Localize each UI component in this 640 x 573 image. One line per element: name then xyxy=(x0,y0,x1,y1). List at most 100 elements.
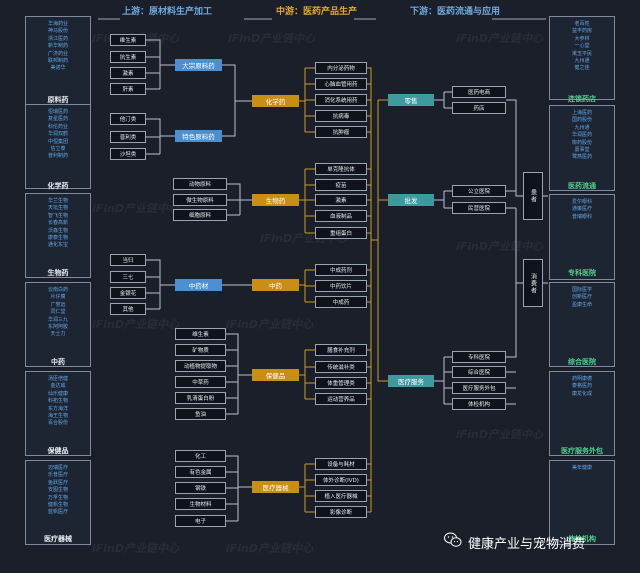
panel-device: 迈瑞医疗乐普医疗鱼跃医疗安图生物万孚生物健帆生物蓝帆医疗 xyxy=(25,460,91,545)
end-consumer: 消费者 xyxy=(523,259,543,307)
panel-general-title: 综合医院 xyxy=(568,358,596,366)
midstream-item: 激素 xyxy=(315,194,367,206)
company-name: 九州通 xyxy=(574,58,590,65)
upstream-item: 维生素 xyxy=(110,34,146,46)
upstream-item: 普利类 xyxy=(110,131,146,143)
company-name: 联邦制药 xyxy=(47,58,68,65)
midstream-item: 抗肿瘤 xyxy=(315,126,367,138)
upstream-item: 细胞原料 xyxy=(173,209,227,221)
end-patient: 患者 xyxy=(523,172,543,220)
company-name: 普瑞眼科 xyxy=(571,213,592,220)
panel-api-title: 原料药 xyxy=(47,96,69,104)
upstream-item: 金银花 xyxy=(110,287,146,299)
hub-tcm-material: 中药材 xyxy=(175,279,222,291)
company-name: 鱼跃医疗 xyxy=(47,479,68,486)
downstream-item: 专科医院 xyxy=(452,351,506,363)
company-name: 科伦药业 xyxy=(47,123,68,130)
midstream-item: 中成药 xyxy=(315,296,367,308)
company-name: 一心堂 xyxy=(574,43,590,50)
company-name: 长春高新 xyxy=(47,220,68,227)
panel-spec-title: 专科医院 xyxy=(568,269,596,277)
panel-spec: 爱尔眼科通策医疗普瑞眼科 xyxy=(549,194,615,280)
upstream-item: 生物材料 xyxy=(175,498,226,510)
company-name: 天坛生物 xyxy=(47,205,68,212)
company-name: 安图生物 xyxy=(47,487,68,494)
hub-chemical-drug: 化学药 xyxy=(252,95,299,107)
midstream-item: 血液制品 xyxy=(315,210,367,222)
company-name: 天士力 xyxy=(50,331,66,338)
watermark: iFinD产业链中心 xyxy=(228,32,316,45)
midstream-item: 疫苗 xyxy=(315,179,367,191)
company-name: 漱玉平民 xyxy=(571,50,592,57)
hub-health-product: 保健品 xyxy=(252,369,299,381)
upstream-item: 微生物原料 xyxy=(173,194,227,206)
midstream-item: 运动营养品 xyxy=(315,393,367,405)
company-name: 大参林 xyxy=(574,35,590,42)
hub-medical-device: 医疗器械 xyxy=(252,481,299,493)
downstream-item: 公立医院 xyxy=(452,185,506,197)
company-name: 蓝帆医疗 xyxy=(47,509,68,516)
upstream-item: 化工 xyxy=(175,450,226,462)
midstream-item: 消化系统用药 xyxy=(315,94,367,106)
panel-cro-title: 医疗服务外包 xyxy=(561,447,603,455)
watermark: iFinD产业链中心 xyxy=(456,428,544,441)
company-name: 创新医疗 xyxy=(571,294,592,301)
panel-chain-list: 老百姓益丰药房大参林一心堂漱玉平民九州通健之佳 xyxy=(550,21,614,73)
company-name: 东方海洋 xyxy=(47,405,68,412)
company-name: 上海医药 xyxy=(571,110,592,116)
upstream-item: 其他 xyxy=(110,303,146,315)
company-name: 国药股份 xyxy=(571,117,592,124)
panel-api: 华海药业神马股份浙江医药新华制药广济药业联邦制药美诺华 xyxy=(25,16,91,106)
panel-health: 汤臣倍健金达威仙乐健康科拓生物东方海洋海王生物百合股份 xyxy=(25,371,91,456)
panel-phys: 美年健康 xyxy=(549,460,615,545)
panel-bio: 华兰生物天坛生物智飞生物长春高新沃森生物康泰生物通化东宝 xyxy=(25,193,91,278)
company-name: 爱尔眼科 xyxy=(571,199,592,205)
hub-medical-service: 医疗服务 xyxy=(388,375,434,387)
company-name: 嘉事堂 xyxy=(574,147,590,154)
company-name: 科拓生物 xyxy=(47,398,68,405)
panel-device-title: 医疗器械 xyxy=(44,535,72,543)
company-name: 药明康德 xyxy=(571,376,592,382)
company-name: 复星医药 xyxy=(47,116,68,123)
hub-retail: 零售 xyxy=(388,94,434,106)
downstream-item: 民营医院 xyxy=(452,202,506,214)
company-name: 健之佳 xyxy=(574,65,590,72)
upstream-item: 当归 xyxy=(110,254,146,266)
header-midstream: 中游：医药产品生产 xyxy=(276,7,358,17)
midstream-item: 中药饮片 xyxy=(315,280,367,292)
company-name: 华兰生物 xyxy=(47,198,68,204)
upstream-item: 钢铁 xyxy=(175,482,226,494)
upstream-item: 沙坦类 xyxy=(110,148,146,160)
watermark: iFinD产业链中心 xyxy=(92,542,180,555)
header-upstream: 上游：原材料生产加工 xyxy=(122,7,213,17)
company-name: 沃森生物 xyxy=(47,227,68,234)
upstream-item: 三七 xyxy=(110,271,146,283)
panel-circ-list: 上海医药国药股份九州通华润医药柳药股份嘉事堂鹭燕医药 xyxy=(550,110,614,162)
upstream-item: 中草药 xyxy=(175,376,226,388)
company-name: 广济药业 xyxy=(47,50,68,57)
company-name: 同仁堂 xyxy=(50,309,66,316)
company-name: 汤臣倍健 xyxy=(47,376,68,382)
midstream-item: 膳食补充剂 xyxy=(315,344,367,356)
downstream-item: 综合医院 xyxy=(452,366,506,378)
panel-chain-title: 连锁药店 xyxy=(568,95,596,103)
downstream-item: 体检机构 xyxy=(452,398,506,410)
panel-cro: 药明康德泰格医药康龙化成 xyxy=(549,371,615,456)
company-name: 仙乐健康 xyxy=(47,390,68,397)
company-name: 华润双鹤 xyxy=(47,131,68,138)
panel-health-title: 保健品 xyxy=(47,447,69,455)
watermark: iFinD产业链中心 xyxy=(92,202,180,215)
panel-general-list: 国际医学创新医疗盈康生命 xyxy=(550,287,614,309)
company-name: 盈康生命 xyxy=(571,301,592,308)
upstream-item: 电子 xyxy=(175,515,226,527)
company-name: 老百姓 xyxy=(574,21,590,27)
panel-tcm-title: 中药 xyxy=(51,358,65,366)
upstream-item: 他汀类 xyxy=(110,113,146,125)
upstream-item: 肝素 xyxy=(110,83,146,95)
company-name: 九州通 xyxy=(574,124,590,131)
header-downstream: 下游：医药流通与应用 xyxy=(410,7,501,17)
upstream-item: 动物原料 xyxy=(173,178,227,190)
midstream-item: 心脑血管用药 xyxy=(315,78,367,90)
upstream-item: 矿物质 xyxy=(175,344,226,356)
